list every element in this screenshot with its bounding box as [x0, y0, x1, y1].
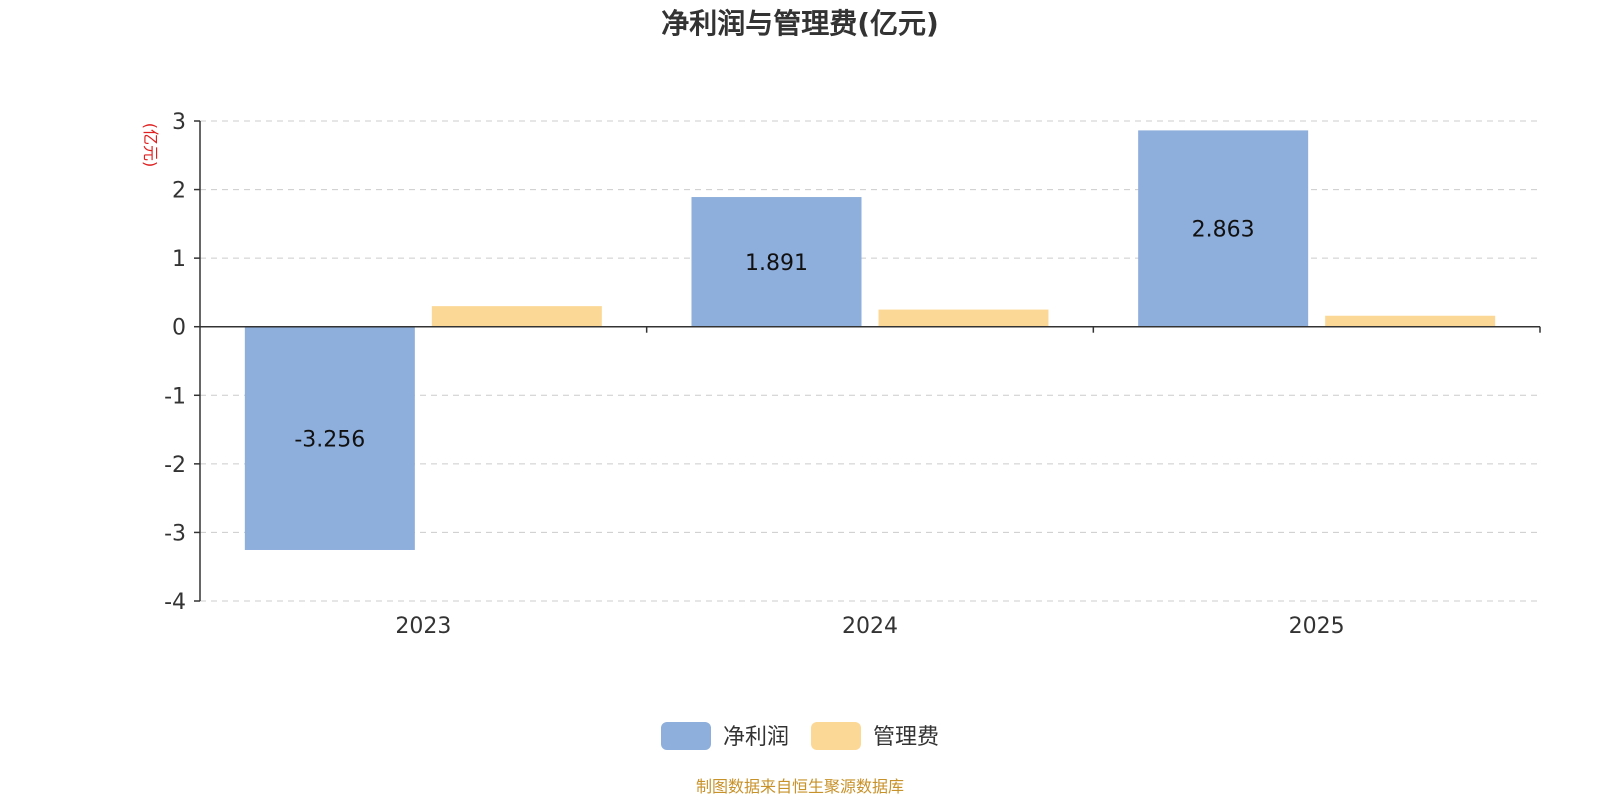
bar[interactable] — [878, 309, 1049, 327]
bar[interactable] — [691, 197, 862, 327]
y-ticks: 3 2 1 0 -1 -2 -3 -4 — [164, 110, 186, 615]
x-tick-label: 2025 — [1289, 614, 1345, 639]
bar[interactable] — [244, 326, 415, 550]
legend-label[interactable]: 净利润 — [723, 725, 789, 750]
data-labels: -3.256 1.891 2.863 — [294, 218, 1254, 453]
bars — [244, 130, 1496, 550]
data-label: -3.256 — [294, 427, 365, 452]
legend-swatch[interactable] — [811, 722, 861, 750]
y-tick-label: 0 — [172, 316, 186, 341]
source-note: 制图数据来自恒生聚源数据库 — [696, 777, 904, 796]
y-tick-label: 1 — [172, 247, 186, 272]
bar[interactable] — [431, 306, 602, 327]
bar[interactable] — [1138, 130, 1309, 327]
data-label: 2.863 — [1192, 218, 1255, 243]
bar[interactable] — [1325, 315, 1496, 327]
y-tick-label: -1 — [164, 384, 186, 409]
legend[interactable]: 净利润 管理费 — [661, 722, 939, 750]
y-tick-label: -2 — [164, 453, 186, 478]
legend-swatch[interactable] — [661, 722, 711, 750]
x-ticks: 2023 2024 2025 — [395, 614, 1344, 639]
y-tick-label: 2 — [172, 179, 186, 204]
x-tick-label: 2023 — [395, 614, 451, 639]
legend-label[interactable]: 管理费 — [873, 725, 939, 750]
chart-title: 净利润与管理费(亿元) — [661, 7, 939, 40]
gridlines — [200, 120, 1540, 602]
axes — [194, 120, 1541, 602]
y-tick-label: -4 — [164, 590, 186, 615]
y-tick-label: 3 — [172, 110, 186, 135]
x-tick-label: 2024 — [842, 614, 898, 639]
data-label: 1.891 — [745, 251, 808, 276]
y-axis-unit: (亿元) — [141, 123, 160, 168]
y-tick-label: -3 — [164, 521, 186, 546]
